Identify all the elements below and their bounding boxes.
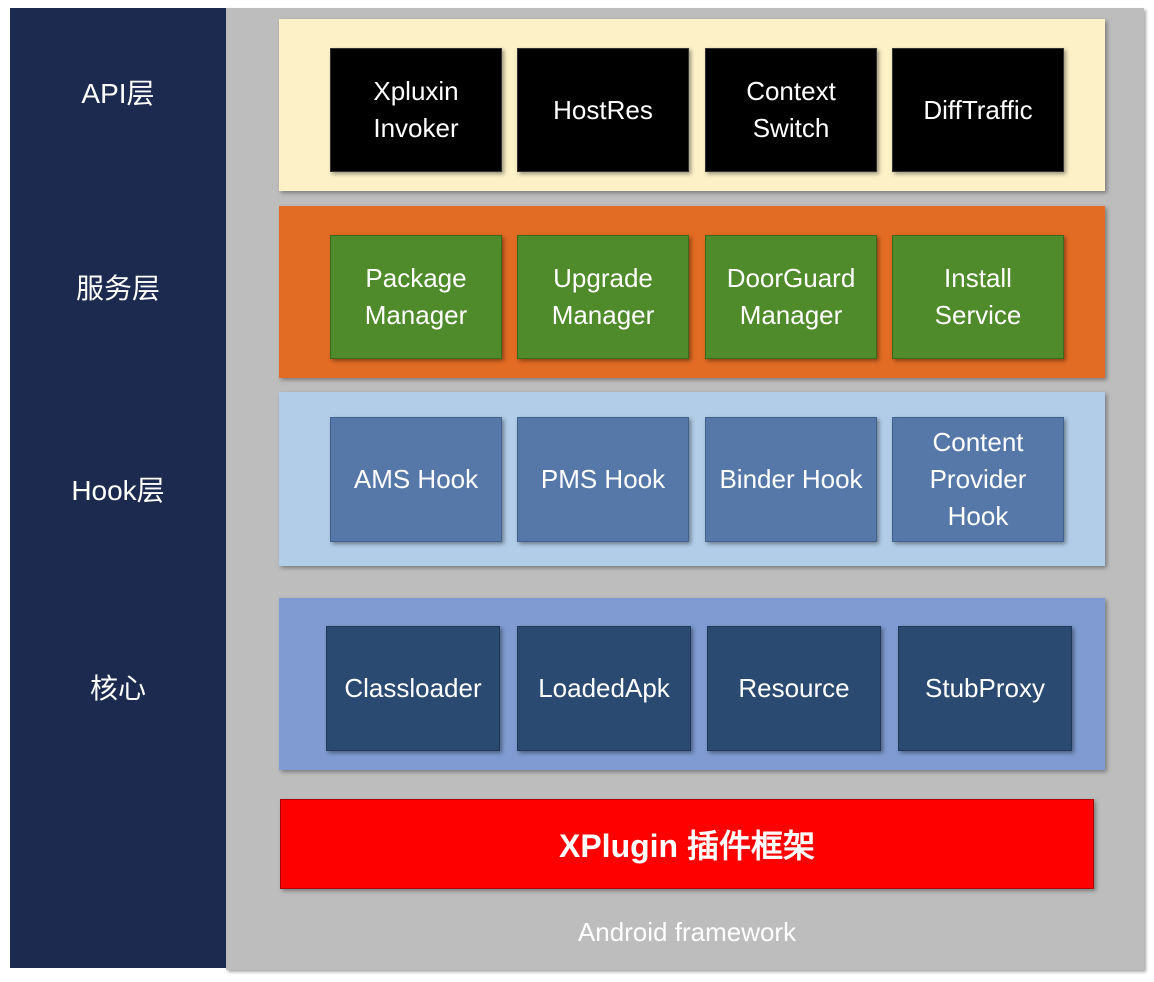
service-box-doorguard-manager: DoorGuard Manager	[705, 235, 877, 359]
service-box-package-manager: Package Manager	[330, 235, 502, 359]
android-framework-label: Android framework	[577, 917, 797, 947]
core-box-loadedapk: LoadedApk	[517, 626, 691, 751]
hook-box-pms-hook: PMS Hook	[517, 417, 689, 542]
hook-box-content-provider-hook: Content Provider Hook	[892, 417, 1064, 542]
api-box-difftraffic: DiffTraffic	[892, 48, 1064, 172]
xplugin-framework-bar: XPlugin 插件框架	[280, 799, 1094, 889]
hook-box-binder-hook: Binder Hook	[705, 417, 877, 542]
api-layer-label: API层	[81, 78, 155, 109]
service-layer-label: 服务层	[75, 273, 160, 304]
core-box-resource: Resource	[707, 626, 881, 751]
core-layer-label: 核心	[89, 673, 146, 704]
core-box-classloader: Classloader	[326, 626, 500, 751]
api-box-context-switch: Context Switch	[705, 48, 877, 172]
service-box-install-service: Install Service	[892, 235, 1064, 359]
service-box-upgrade-manager: Upgrade Manager	[517, 235, 689, 359]
api-box-hostres: HostRes	[517, 48, 689, 172]
layer-sidebar: API层 服务层 Hook层 核心	[10, 8, 226, 968]
hook-layer-label: Hook层	[71, 475, 165, 506]
hook-box-ams-hook: AMS Hook	[330, 417, 502, 542]
core-box-stubproxy: StubProxy	[898, 626, 1072, 751]
api-box-xpluxin-invoker: Xpluxin Invoker	[330, 48, 502, 172]
